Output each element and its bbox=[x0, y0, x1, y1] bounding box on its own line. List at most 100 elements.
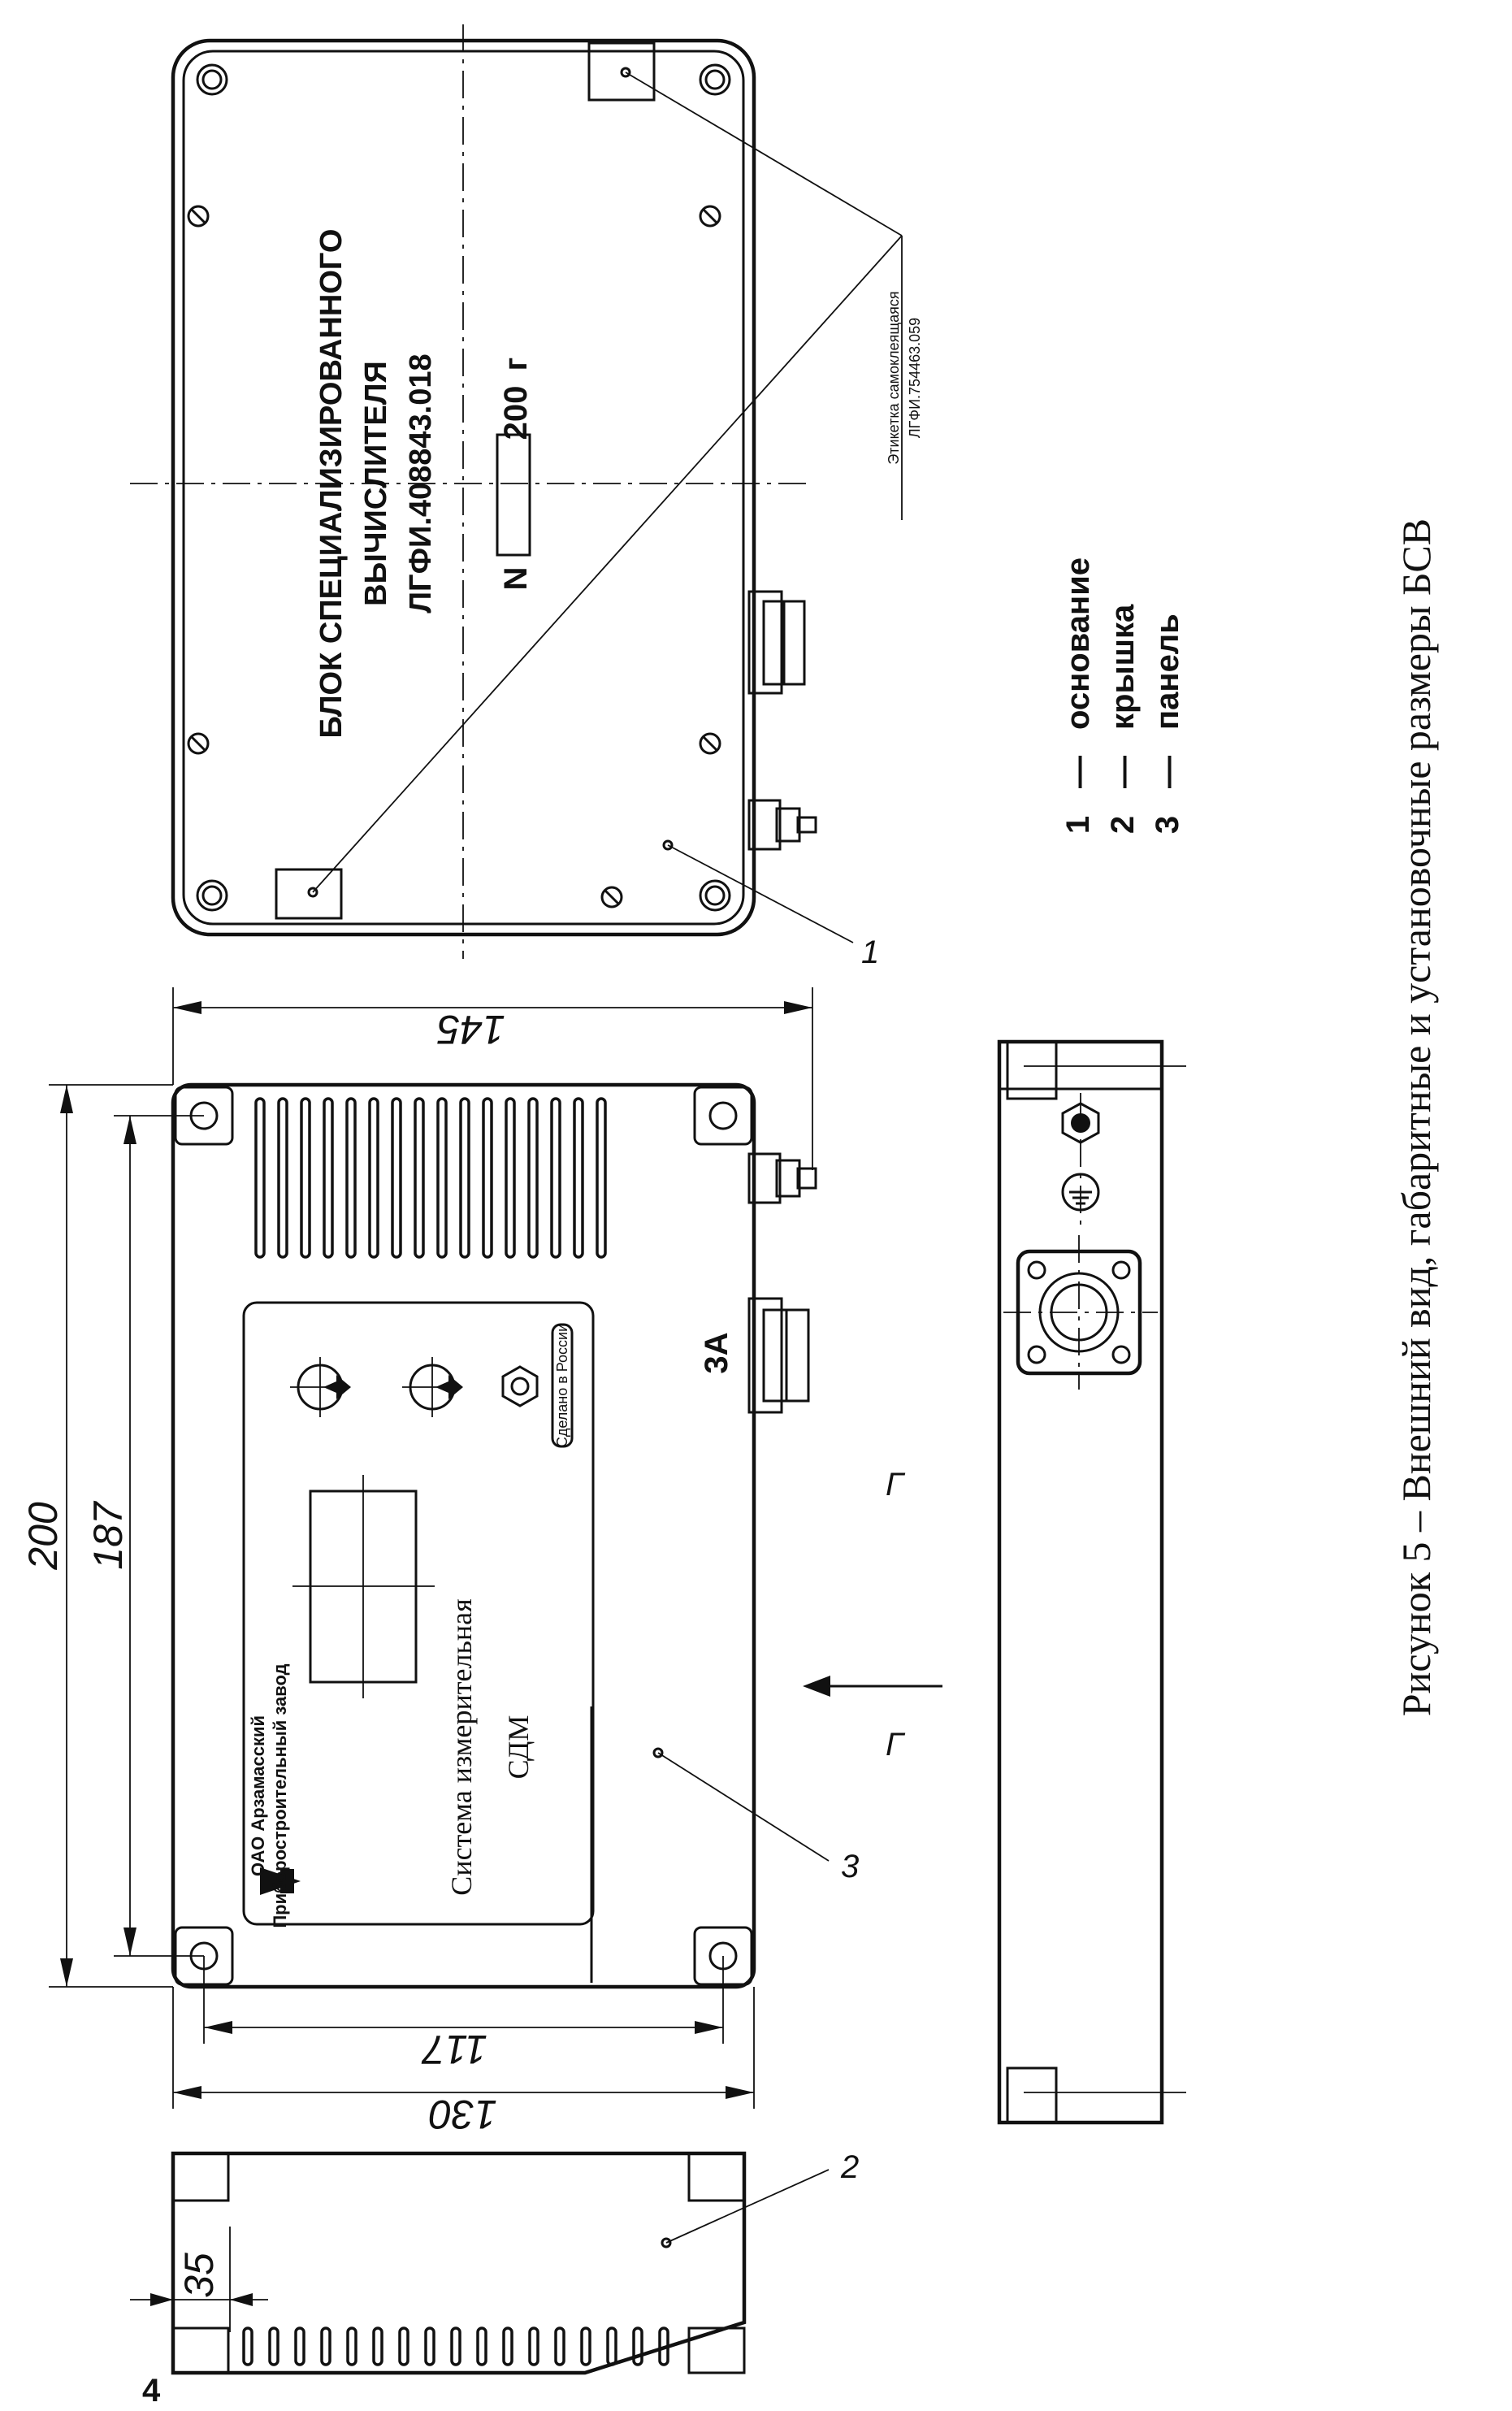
side-vent-slot bbox=[424, 2326, 435, 2366]
round-connector bbox=[1003, 1235, 1158, 1390]
system-line2: СДМ bbox=[502, 1715, 535, 1780]
vent-slot bbox=[482, 1097, 493, 1259]
side-vent-slot bbox=[502, 2326, 513, 2366]
label-line2: ВЫЧИСЛИТЕЛЯ bbox=[359, 361, 393, 606]
leader-panel: 3 bbox=[841, 1849, 859, 1884]
cover-screw bbox=[699, 205, 721, 228]
connector bbox=[747, 1297, 810, 1414]
end-view-g bbox=[997, 1039, 1186, 2125]
side-vent-slot bbox=[528, 2326, 539, 2366]
vent-slot bbox=[573, 1097, 584, 1259]
side-vent-slots bbox=[242, 2326, 669, 2366]
up-button[interactable] bbox=[290, 1357, 351, 1417]
legend-text-3: панель bbox=[1150, 614, 1185, 730]
vent-slot bbox=[436, 1097, 448, 1259]
serial-plate bbox=[496, 433, 531, 557]
side-vent-slot bbox=[242, 2326, 253, 2366]
legend-dash-3: — bbox=[1150, 756, 1185, 788]
legend: 1 — основание 2 — крышка 3 — панель bbox=[1060, 557, 1185, 834]
dim-145: 145 bbox=[437, 1007, 505, 1052]
year-text: 200 bbox=[498, 386, 534, 440]
company-line2: Приборостроительный завод bbox=[270, 1663, 290, 1927]
side-vent-slot bbox=[658, 2326, 669, 2366]
dim-200: 200 bbox=[20, 1502, 66, 1571]
company-logo bbox=[260, 1867, 301, 1895]
connector bbox=[747, 590, 806, 695]
mounting-hole bbox=[693, 1086, 753, 1146]
vent-slot bbox=[459, 1097, 470, 1259]
company-line1: ОАО Арзамасский bbox=[248, 1715, 268, 1876]
sticker-pad bbox=[587, 41, 656, 102]
vent-slot bbox=[505, 1097, 516, 1259]
side-vent-slot bbox=[606, 2326, 617, 2366]
cover-screw bbox=[600, 886, 623, 908]
legend-num-2: 2 bbox=[1105, 816, 1141, 834]
front-view: Сделано в России ОАО Арзамасский Приборо… bbox=[171, 1082, 942, 1989]
legend-num-1: 1 bbox=[1060, 816, 1096, 834]
vent-slot bbox=[550, 1097, 561, 1259]
side-vent-slot bbox=[372, 2326, 383, 2366]
side-vent-slot bbox=[580, 2326, 591, 2366]
vent-slot bbox=[323, 1097, 334, 1259]
side-vent-slot bbox=[398, 2326, 409, 2366]
side-vent-slot bbox=[632, 2326, 643, 2366]
dim-35: 35 bbox=[176, 2253, 222, 2298]
label-view: БЛОК СПЕЦИАЛИЗИРОВАННОГО ВЫЧИСЛИТЕЛЯ ЛГФ… bbox=[130, 24, 923, 970]
sticker-name: Этикетка самоклеящаяся bbox=[886, 291, 902, 464]
side-vent-slot bbox=[320, 2326, 331, 2366]
side-vent-slot bbox=[268, 2326, 279, 2366]
vent-slot bbox=[391, 1097, 402, 1259]
dim-187: 187 bbox=[85, 1500, 131, 1570]
label-line3: ЛГФИ.408843.018 bbox=[404, 353, 438, 613]
side-vent-slot bbox=[450, 2326, 461, 2366]
leader-base: 1 bbox=[861, 934, 879, 970]
vent-slot bbox=[345, 1097, 357, 1259]
dim-117: 117 bbox=[421, 2027, 487, 2072]
leader-cover: 2 bbox=[840, 2149, 859, 2185]
vent-slots bbox=[254, 1097, 607, 1259]
made-in-russia-stamp bbox=[551, 1323, 574, 1448]
vent-slot bbox=[596, 1097, 607, 1259]
stamp-text: Сделано в России bbox=[554, 1324, 570, 1447]
legend-num-3: 3 bbox=[1150, 816, 1185, 834]
fuse-label: 3А bbox=[699, 1332, 734, 1373]
view-arrow-label: Г bbox=[886, 1727, 906, 1763]
vent-slot bbox=[300, 1097, 311, 1259]
legend-dash-1: — bbox=[1060, 756, 1096, 788]
corner-screw bbox=[699, 879, 731, 912]
ground-terminal bbox=[747, 799, 817, 851]
dim-130: 130 bbox=[429, 2092, 497, 2137]
legend-text-2: крышка bbox=[1105, 604, 1141, 730]
sticker-pad bbox=[275, 868, 343, 920]
legend-text-1: основание bbox=[1060, 557, 1096, 730]
cover-screw bbox=[187, 732, 210, 755]
corner-screw bbox=[196, 879, 228, 912]
label-line1: БЛОК СПЕЦИАЛИЗИРОВАННОГО bbox=[314, 229, 349, 739]
cover-screw bbox=[187, 205, 210, 228]
side-vent-slot bbox=[294, 2326, 305, 2366]
cover-screw bbox=[699, 732, 721, 755]
side-view: 2 4 bbox=[142, 2149, 859, 2409]
legend-dash-2: — bbox=[1105, 756, 1141, 788]
view-label: Г bbox=[886, 1467, 906, 1503]
front-panel-overlay bbox=[242, 1301, 595, 1926]
extra-mark: 4 bbox=[142, 2373, 161, 2409]
down-button[interactable] bbox=[402, 1357, 463, 1417]
side-vent-slot bbox=[346, 2326, 357, 2366]
dimensions: 200 187 145 117 130 35 bbox=[20, 987, 813, 2332]
side-vent-slot bbox=[476, 2326, 487, 2366]
corner-screw bbox=[196, 63, 228, 96]
year-suffix: г bbox=[498, 358, 534, 371]
system-line1: Система измерительная bbox=[445, 1598, 478, 1895]
vent-slot bbox=[277, 1097, 288, 1259]
figure-caption: Рисунок 5 – Внешний вид, габаритные и ус… bbox=[1393, 518, 1439, 1716]
vent-slot bbox=[414, 1097, 425, 1259]
serial-prefix: N bbox=[498, 567, 534, 591]
side-vent-slot bbox=[554, 2326, 565, 2366]
sticker-code: ЛГФИ.754463.059 bbox=[907, 318, 923, 438]
indicator-icon bbox=[501, 1365, 539, 1407]
corner-screw bbox=[699, 63, 731, 96]
vent-slot bbox=[527, 1097, 539, 1259]
vent-slot bbox=[254, 1097, 266, 1259]
